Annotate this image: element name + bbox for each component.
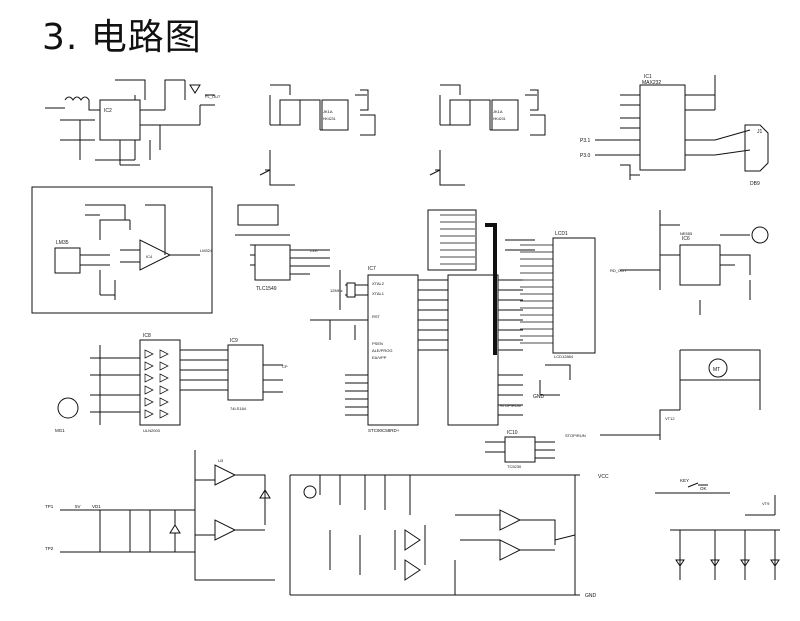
stop-run-label: STOP/RUN — [500, 403, 521, 408]
crystal-label: 12MHz — [330, 288, 343, 293]
ic2-label: IC2 — [104, 108, 112, 114]
fl-out-label: FL_OUT — [205, 94, 221, 99]
relay-a-part: HK4231 — [323, 117, 336, 121]
ic4-part: LM324 — [200, 248, 213, 253]
ic7-part: STC90C58RD+ — [368, 428, 400, 433]
ic10-part: TC5230 — [507, 464, 522, 469]
vt12-label: VT12 — [665, 416, 675, 421]
ic1-name: IC1 — [644, 74, 652, 80]
lcd-part: LCD12864 — [554, 354, 574, 359]
ic6-part: NE555 — [680, 231, 693, 236]
mt-label: MT — [713, 367, 720, 373]
amp-gnd: GND — [585, 593, 597, 599]
p30-label: P3.0 — [580, 153, 591, 159]
ic5-part: TLC1549 — [256, 286, 277, 292]
stop-run-label-2: STOP/RUN — [565, 433, 586, 438]
block-tc5230: IC10 TC5230 — [485, 430, 555, 469]
ale-label: ALE/PROG — [372, 348, 392, 353]
ea-label: EA/VPP — [372, 355, 387, 360]
block-power: TP1 TP2 5V VD1 — [45, 504, 195, 553]
block-motor-bridge: MT STOP/RUN VT12 — [565, 349, 761, 440]
ok-label: OK — [700, 486, 707, 491]
block-key-leds: KEY OK VT9 — [655, 478, 780, 580]
ic7-name: IC7 — [368, 266, 376, 272]
block-tlc1549: TLC1549 CLK — [235, 204, 330, 292]
vt9-label: VT9 — [762, 501, 770, 506]
relay-b-part: HK4231 — [493, 117, 506, 121]
xtal2-label: XTAL2 — [372, 281, 385, 286]
block-sensor-box: LM35 IC4 LM324 — [31, 186, 213, 314]
relay-b-label: JK1A — [493, 109, 503, 114]
ic4-label: IC4 — [146, 254, 153, 259]
relay-a-label: JK1A — [323, 109, 333, 114]
u3-label: U3 — [218, 458, 224, 463]
block-comparator: U3 — [194, 450, 275, 581]
block-ic2-oscillator: IC2 FL_OUT — [45, 79, 221, 166]
lcd-gnd: GND — [533, 394, 545, 400]
db9-label: DB9 — [750, 181, 760, 187]
block-ne555: IC6 NE555 RD_OUT — [610, 210, 769, 315]
block-relay-1: JK1A HK4231 — [259, 84, 376, 186]
ic1-part: MAX232 — [642, 80, 661, 86]
block-max232: IC1 MAX232 J1 DB9 P3.1 P3.0 — [580, 74, 769, 187]
u1-label: LM35 — [56, 240, 69, 246]
lcd-name: LCD1 — [555, 231, 568, 237]
key-label: KEY — [680, 478, 689, 483]
psen-label: PSEN — [372, 341, 383, 346]
vd1-label: VD1 — [92, 504, 101, 509]
conn-j1: J1 — [757, 129, 763, 135]
ic9-name: IC9 — [230, 338, 238, 344]
page-title: 3. 电路图 — [42, 17, 202, 58]
block-mcu: IC7 STC90C58RD+ XTAL2 XTAL1 RST PSEN ALE… — [310, 209, 535, 433]
ic8-part: ULN2003 — [143, 428, 161, 433]
block-relay-2: JK1A HK4231 — [429, 84, 546, 186]
ic10-name: IC10 — [507, 430, 518, 436]
v5-label: 5V — [75, 504, 81, 509]
clk-label: CLK — [310, 248, 318, 253]
ic9-part: 74LS164 — [230, 406, 247, 411]
rd-out-label: RD_OUT — [610, 268, 627, 273]
tp1-label: TP1 — [45, 504, 54, 509]
motor-label: MG1 — [55, 428, 65, 433]
block-uln2003: IC8 ULN2003 MG1 IC9 74LS164 CP — [55, 333, 288, 433]
p31-label: P3.1 — [580, 138, 591, 144]
tp2-label: TP2 — [45, 546, 54, 551]
rst-label: RST — [372, 314, 381, 319]
xtal1-label: XTAL1 — [372, 291, 385, 296]
block-amplifier: VCC GND — [289, 474, 609, 599]
cp-label: CP — [282, 364, 288, 369]
ic8-name: IC8 — [143, 333, 151, 339]
ic6-name: IC6 — [682, 236, 690, 242]
amp-vcc: VCC — [598, 474, 609, 480]
block-lcd: LCD1 LCD12864 GND — [520, 231, 596, 400]
